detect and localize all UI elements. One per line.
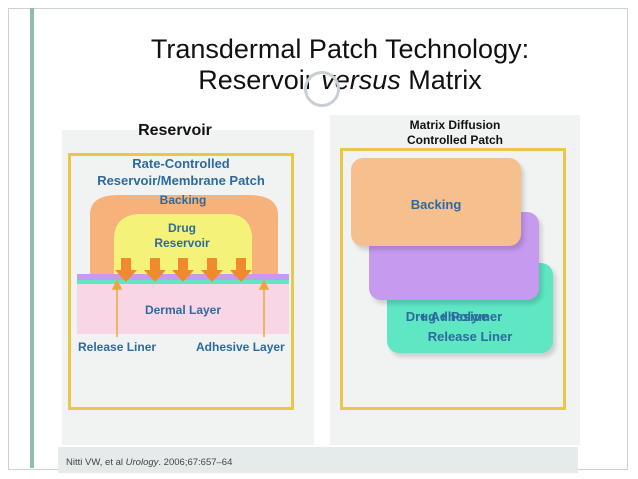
decorative-ring <box>304 71 340 107</box>
adhesive-layer-pointer-head <box>258 279 270 290</box>
title-line-1: Transdermal Patch Technology: <box>150 34 530 64</box>
matrix-drug-label: Drug + Polymer+ Adhesive <box>369 260 539 324</box>
diffusion-arrow <box>230 258 252 282</box>
reservoir-subtitle: Rate-Controlled Reservoir/Membrane Patch <box>70 155 292 189</box>
matrix-frame <box>340 148 566 410</box>
matrix-backing-label: Backing <box>410 197 462 212</box>
drug-reservoir-label-line-1: Drug <box>168 221 196 235</box>
drug-reservoir-label: Drug Reservoir <box>132 221 232 251</box>
citation: Nitti VW, et al Urology. 2006;67:657–64 <box>66 457 232 468</box>
title-matrix-word: Matrix <box>400 65 482 95</box>
citation-bar <box>58 447 578 473</box>
release-liner-label: Release Liner <box>78 340 157 354</box>
backing-layer <box>90 195 278 274</box>
diffusion-arrow <box>172 258 194 282</box>
reservoir-heading: Reservoir <box>138 122 212 139</box>
matrix-drug-label-line-1: Drug + Polymer <box>405 309 503 324</box>
reservoir-backing-label: Backing <box>159 193 207 207</box>
diffusion-arrow <box>115 258 137 282</box>
drug-reservoir <box>114 214 252 274</box>
matrix-heading-line-1: Matrix Diffusion <box>409 118 501 132</box>
diffusion-arrow <box>144 258 166 282</box>
matrix-release-liner-label: Release Liner <box>427 329 513 344</box>
reservoir-subtitle-line-1: Rate-Controlled <box>132 156 230 171</box>
diffusion-arrow <box>201 258 223 282</box>
diffusion-arrows <box>115 258 252 282</box>
citation-journal: Urology <box>125 457 159 468</box>
slide-accent-bar <box>30 8 34 468</box>
reservoir-frame <box>68 153 294 410</box>
dermal-layer-label: Dermal Layer <box>144 303 222 317</box>
title-line-2: Reservoir versus Matrix <box>80 65 600 96</box>
drug-reservoir-label-line-2: Reservoir <box>154 236 210 250</box>
reservoir-subtitle-line-2: Reservoir/Membrane Patch <box>97 173 265 188</box>
dermal-layer <box>77 282 289 334</box>
pointer-lines <box>111 279 270 337</box>
citation-authors: Nitti VW, et al <box>66 457 126 468</box>
matrix-heading-line-2: Controlled Patch <box>406 133 503 147</box>
title-reservoir-word: Reservoir <box>198 65 322 95</box>
citation-details: . 2006;67:657–64 <box>158 457 233 468</box>
matrix-heading: Matrix Diffusion Controlled Patch <box>370 118 540 148</box>
slide-title: Transdermal Patch Technology: Reservoir … <box>80 34 600 96</box>
matrix-drug-label-line-2: + Adhesive <box>419 309 489 324</box>
adhesive-layer-label: Adhesive Layer <box>196 340 285 354</box>
release-liner-pointer-head <box>111 279 123 290</box>
matrix-backing: Backing <box>351 158 521 246</box>
